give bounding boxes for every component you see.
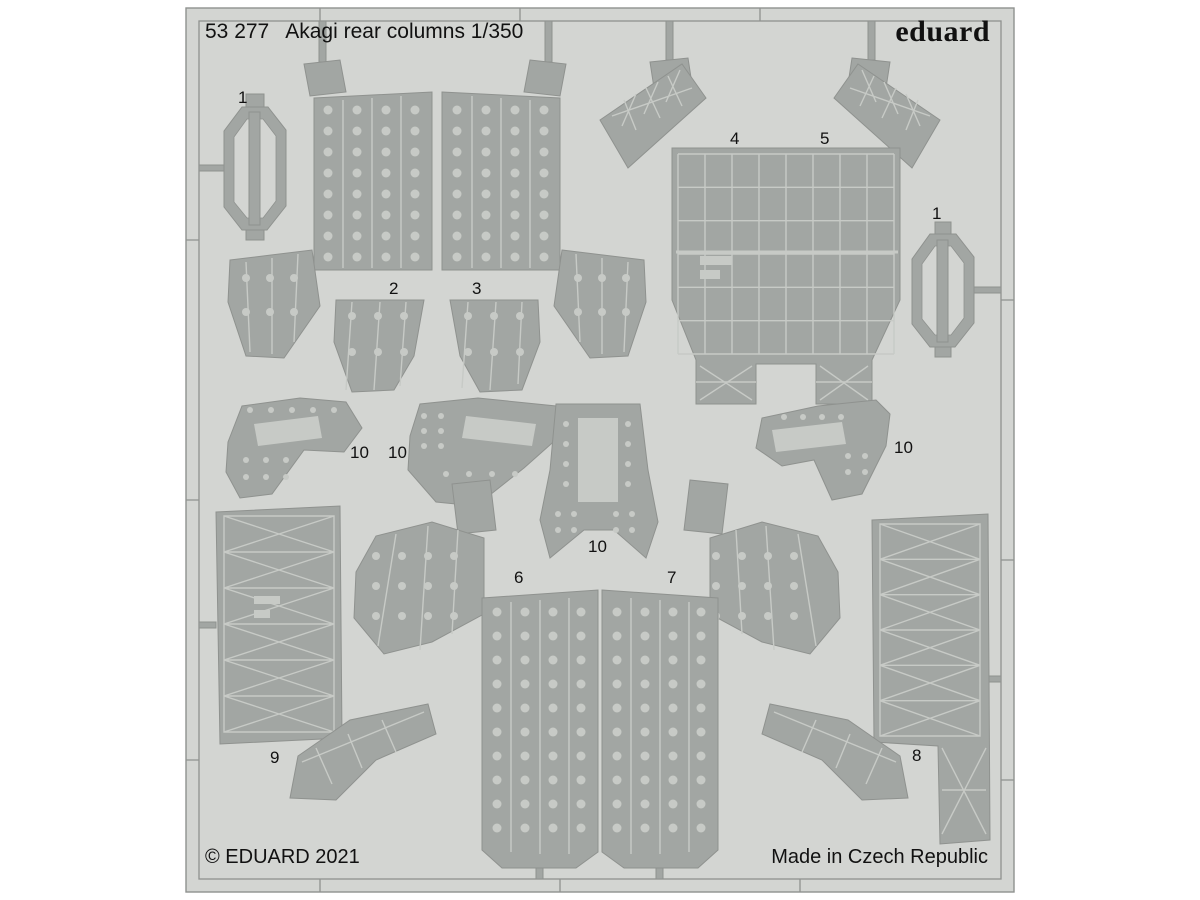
part-number-label: 8 — [912, 746, 922, 765]
copyright-text: © EDUARD 2021 — [205, 846, 360, 868]
part-number-label: 10 — [350, 443, 369, 462]
part-number-label: 9 — [270, 748, 280, 767]
part-10-bracket-c — [755, 399, 891, 501]
part-6-7-assembly — [353, 479, 841, 869]
part-number-label: 7 — [667, 568, 677, 587]
part-10-bracket-a — [225, 397, 363, 499]
part-number-label: 10 — [894, 438, 913, 457]
part-1-ring-left — [223, 93, 287, 241]
part-9-lattice-panel — [215, 505, 343, 745]
part-10-bracket-d — [539, 403, 659, 559]
part-number-label: 3 — [472, 279, 482, 298]
part-9-bracket — [289, 703, 437, 801]
part-number-label: 1 — [932, 204, 942, 223]
part-number-label: 2 — [389, 279, 399, 298]
part-4-5-assembly — [599, 57, 941, 405]
sheet-header: 53 277 Akagi rear columns 1/350 — [205, 20, 523, 44]
part-8-bracket — [761, 703, 909, 801]
sheet-title: Akagi rear columns 1/350 — [285, 20, 524, 43]
part-number-label: 4 — [730, 129, 740, 148]
part-number-label: 6 — [514, 568, 524, 587]
part-number-label: 1 — [238, 88, 248, 107]
catalog-number: 53 277 — [205, 20, 270, 43]
eduard-logo: eduard — [895, 15, 990, 48]
part-2-3-assembly — [227, 59, 647, 393]
part-number-label: 10 — [588, 537, 607, 556]
part-1-ring-right — [911, 221, 975, 358]
part-number-label: 5 — [820, 129, 830, 148]
made-in-text: Made in Czech Republic — [771, 846, 988, 868]
part-10-bracket-b — [407, 397, 561, 507]
part-number-label: 10 — [388, 443, 407, 462]
